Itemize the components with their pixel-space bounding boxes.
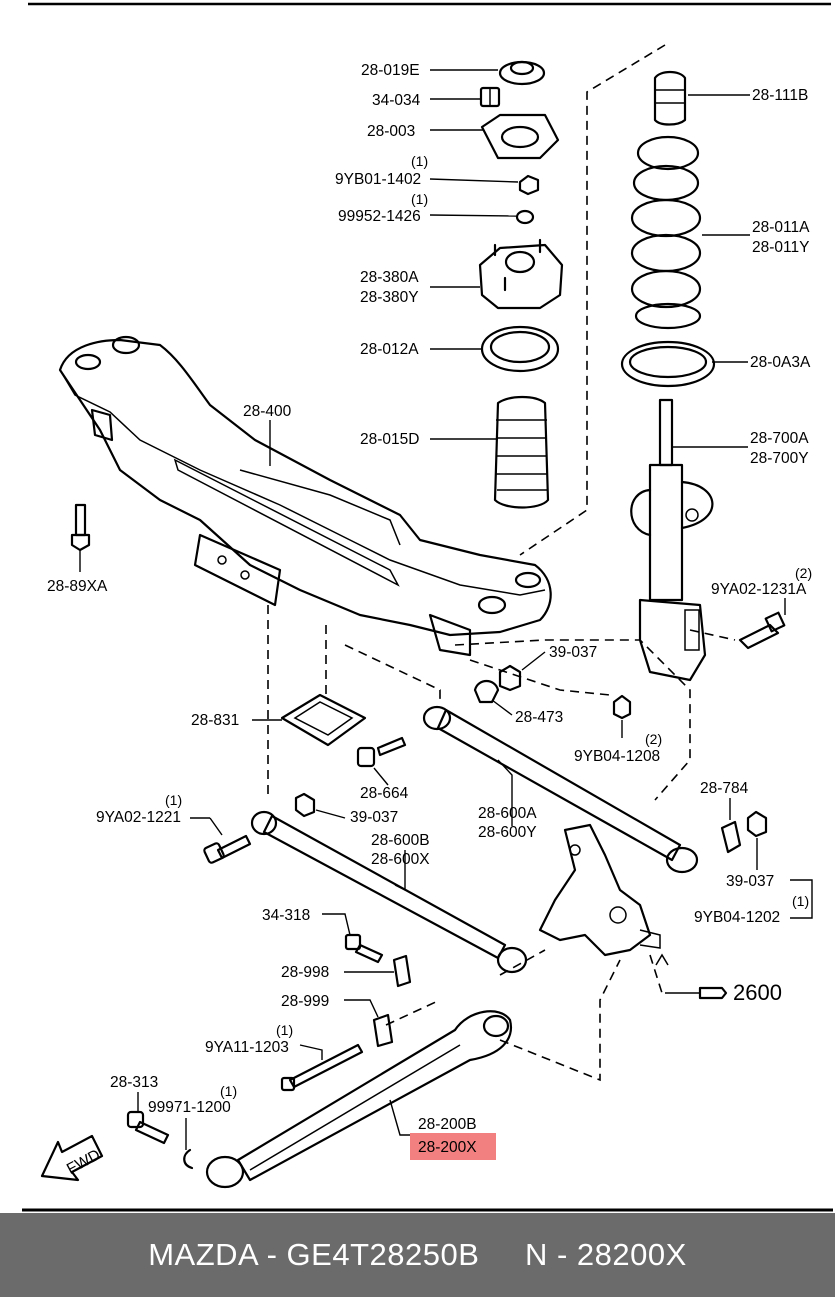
qty-9YB04-1208: (2) (645, 731, 662, 747)
part-labels: 28-019E 34-034 28-003 (1) 9YB01-1402 (1)… (47, 62, 812, 1156)
label-28-784: 28-784 (700, 780, 749, 797)
spring-seat-upper-part[interactable] (480, 325, 560, 373)
label-2600: 2600 (733, 980, 782, 1005)
dust-boot-part[interactable] (493, 395, 550, 509)
plate-28-999-part[interactable] (372, 1013, 394, 1048)
leader-lines (79, 69, 813, 1150)
qty-99971-1200: (1) (220, 1083, 237, 1099)
flange-nut-part[interactable] (518, 174, 540, 196)
label-28-111B: 28-111B (752, 87, 808, 104)
label-28-200X: 28-200X (418, 1139, 477, 1156)
label-28-600B: 28-600B (371, 832, 430, 849)
washer-part[interactable] (515, 209, 535, 225)
lateral-link-28-600A-part[interactable] (422, 705, 699, 874)
label-99952-1426: 99952-1426 (338, 208, 421, 225)
label-28-011Y: 28-011Y (752, 239, 809, 256)
washer-28-784-part[interactable] (720, 820, 742, 854)
bump-stop-cap-part[interactable] (498, 60, 546, 86)
label-28-019E: 28-019E (361, 62, 420, 79)
coil-spring-part[interactable] (630, 135, 702, 330)
label-28-664: 28-664 (360, 785, 409, 802)
knuckle-part[interactable] (538, 823, 661, 957)
bolt-9YA02-1221-part[interactable] (203, 834, 252, 864)
label-9YB01-1402: 9YB01-1402 (335, 171, 421, 188)
label-28-700Y: 28-700Y (750, 450, 809, 467)
qty-9YA02-1221: (1) (165, 792, 182, 808)
mount-plate-part[interactable] (480, 113, 560, 160)
spring-insulator-part[interactable] (620, 340, 716, 388)
label-39-037-a: 39-037 (549, 644, 597, 661)
assembly-dash-lines (267, 44, 736, 1082)
lateral-link-28-600B-part[interactable] (250, 810, 528, 974)
trailing-link-28-200-part[interactable] (205, 1010, 513, 1189)
label-28-011A: 28-011A (752, 219, 810, 236)
label-28-012A: 28-012A (360, 341, 419, 358)
label-28-600A: 28-600A (478, 805, 537, 822)
label-99971-1200: 99971-1200 (148, 1099, 231, 1116)
strut-mount-part[interactable] (478, 238, 564, 310)
parts-diagram: FWD 28-019E 34-034 28-003 (1) 9YB01-1402… (22, 2, 833, 1212)
label-28-600Y: 28-600Y (478, 824, 537, 841)
nut-9YB04-1208-part[interactable] (612, 694, 632, 720)
bolt-28-313-part[interactable] (126, 1110, 170, 1145)
label-39-037-b: 39-037 (350, 809, 398, 826)
nut-39-037-c-part[interactable] (746, 810, 768, 838)
label-28-400: 28-400 (243, 403, 292, 420)
label-28-473: 28-473 (515, 709, 563, 726)
bolt-28-664-part[interactable] (356, 736, 407, 768)
plate-28-998-part[interactable] (392, 954, 412, 988)
highlight-box (410, 1133, 496, 1160)
label-28-831: 28-831 (191, 712, 239, 729)
bolt-34-318-part[interactable] (344, 933, 384, 964)
label-28-998: 28-998 (281, 964, 329, 981)
label-28-003: 28-003 (367, 123, 415, 140)
footer-bar: MAZDA - GE4T28250B N - 28200X (0, 1213, 835, 1297)
shock-absorber-part[interactable] (630, 398, 714, 682)
qty-9YB01-1402: (1) (411, 153, 428, 169)
label-34-034: 34-034 (372, 92, 421, 109)
label-34-318: 34-318 (262, 907, 310, 924)
label-9YB04-1202: 9YB04-1202 (694, 909, 780, 926)
label-28-200B: 28-200B (418, 1116, 477, 1133)
label-9YB04-1208: 9YB04-1208 (574, 748, 660, 765)
qty-9YA02-1231A: (2) (795, 565, 812, 581)
label-28-999: 28-999 (281, 993, 329, 1010)
label-28-380Y: 28-380Y (360, 289, 419, 306)
fwd-arrow-icon: FWD (40, 1134, 103, 1182)
label-28-0A3A: 28-0A3A (750, 354, 811, 371)
nut-34-034-part[interactable] (479, 86, 501, 108)
label-28-700A: 28-700A (750, 430, 809, 447)
label-28-380A: 28-380A (360, 269, 419, 286)
bracket-28-831-part[interactable] (280, 693, 367, 747)
fwd-label: FWD (64, 1146, 103, 1178)
label-39-037-c: 39-037 (726, 873, 774, 890)
label-28-600X: 28-600X (371, 851, 430, 868)
label-28-89XA: 28-89XA (47, 578, 108, 595)
clip-99971-1200-part[interactable] (183, 1148, 194, 1170)
nut-39-037-a-part[interactable] (498, 664, 522, 692)
footer-part-number: MAZDA - GE4T28250B N - 28200X (148, 1237, 687, 1272)
bolt-9YA11-1203-part[interactable] (280, 1043, 364, 1092)
clip-28-473-part[interactable] (473, 679, 500, 704)
label-28-313: 28-313 (110, 1074, 158, 1091)
bump-stopper-part[interactable] (653, 70, 687, 126)
nut-39-037-b-part[interactable] (294, 792, 316, 818)
label-28-015D: 28-015D (360, 431, 419, 448)
label-9YA11-1203: 9YA11-1203 (205, 1039, 289, 1056)
label-9YA02-1221: 9YA02-1221 (96, 809, 181, 826)
strut-bolt-9YA02-1231A-part[interactable] (738, 611, 786, 650)
qty-9YB04-1202: (1) (792, 893, 809, 909)
qty-99952-1426: (1) (411, 191, 428, 207)
crossmember-part[interactable] (58, 335, 552, 657)
qty-9YA11-1203: (1) (276, 1022, 293, 1038)
label-9YA02-1231A: 9YA02-1231A (711, 581, 807, 598)
reference-2600-icon (655, 953, 728, 1000)
crossmember-bolt-28-89XA-part[interactable] (70, 503, 91, 552)
